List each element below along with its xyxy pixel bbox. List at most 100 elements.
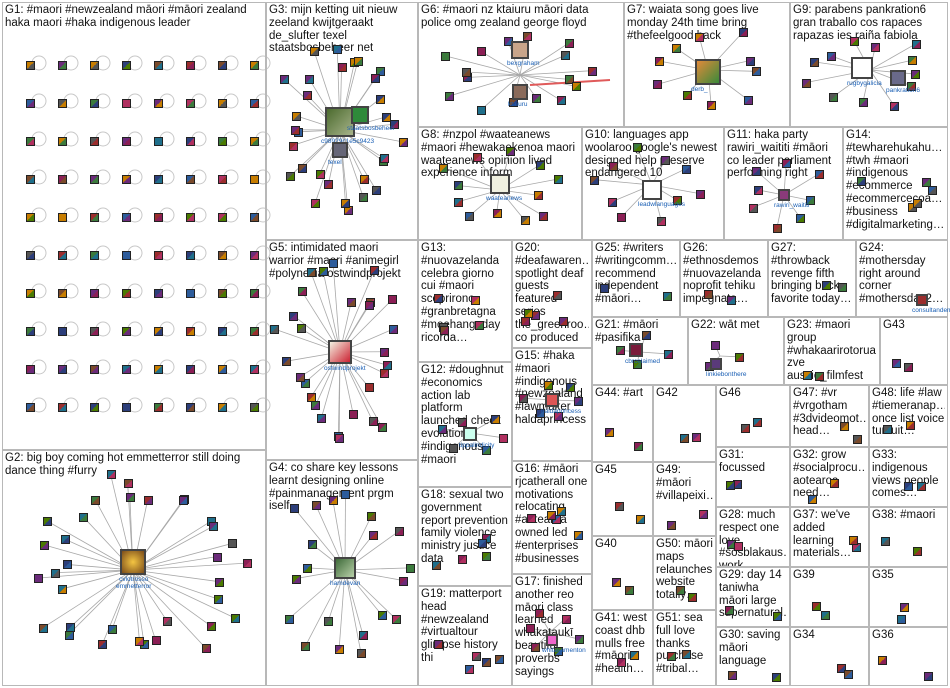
vertex-node[interactable] [883,424,893,434]
vertex-node[interactable] [616,658,626,668]
vertex-node[interactable] [106,470,116,480]
vertex-node[interactable] [547,511,557,521]
vertex-node[interactable] [315,169,325,179]
vertex-node[interactable] [431,560,441,570]
vertex-node[interactable] [391,615,401,625]
vertex-node[interactable] [218,61,227,70]
vertex-node[interactable] [309,46,319,56]
vertex-node[interactable] [297,164,307,174]
vertex-node[interactable] [218,327,227,336]
vertex-node[interactable] [79,513,89,523]
vertex-node[interactable] [357,649,367,659]
vertex-node[interactable] [291,574,301,584]
vertex-node[interactable] [218,251,227,260]
vertex-node[interactable] [505,146,515,156]
vertex-node[interactable] [820,611,830,621]
vertex-node[interactable] [250,289,259,298]
vertex-node[interactable] [475,321,485,331]
vertex-node[interactable] [58,289,67,298]
vertex-node[interactable] [859,97,869,107]
vertex-node[interactable] [382,112,392,122]
vertex-node[interactable] [539,211,549,221]
hub-vertex-node[interactable] [325,107,355,137]
vertex-node[interactable] [281,357,291,367]
vertex-node[interactable] [890,101,900,111]
vertex-node[interactable] [908,56,918,66]
vertex-node[interactable] [162,616,172,626]
vertex-node[interactable] [186,61,195,70]
vertex-node[interactable] [26,213,35,222]
vertex-node[interactable] [125,492,135,502]
vertex-node[interactable] [307,392,317,402]
vertex-node[interactable] [250,327,259,336]
vertex-node[interactable] [849,536,859,546]
vertex-node[interactable] [553,411,563,421]
vertex-node[interactable] [924,672,934,682]
vertex-node[interactable] [457,555,467,565]
vertex-node[interactable] [733,541,743,551]
vertex-node[interactable] [922,178,932,188]
vertex-node[interactable] [90,289,99,298]
vertex-node[interactable] [476,105,486,115]
vertex-node[interactable] [26,175,35,184]
vertex-node[interactable] [906,420,916,430]
hub-vertex-node[interactable] [916,294,928,306]
vertex-node[interactable] [186,137,195,146]
vertex-node[interactable] [379,347,389,357]
vertex-node[interactable] [478,538,488,548]
vertex-node[interactable] [911,39,921,49]
vertex-node[interactable] [826,51,836,61]
vertex-node[interactable] [359,631,369,641]
vertex-node[interactable] [518,394,528,404]
vertex-node[interactable] [464,664,474,674]
vertex-node[interactable] [536,409,546,419]
vertex-node[interactable] [590,175,600,185]
vertex-node[interactable] [122,213,131,222]
vertex-node[interactable] [26,99,35,108]
vertex-node[interactable] [490,414,500,424]
vertex-node[interactable] [688,592,698,602]
vertex-node[interactable] [58,403,67,412]
hub-vertex-node[interactable] [351,106,369,124]
vertex-node[interactable] [26,251,35,260]
vertex-node[interactable] [269,324,279,334]
vertex-node[interactable] [434,639,444,649]
vertex-node[interactable] [324,617,334,627]
vertex-node[interactable] [753,185,763,195]
vertex-node[interactable] [38,623,48,633]
vertex-node[interactable] [557,507,567,517]
vertex-node[interactable] [26,137,35,146]
vertex-node[interactable] [154,99,163,108]
vertex-node[interactable] [806,196,816,206]
vertex-node[interactable] [90,213,99,222]
vertex-node[interactable] [388,295,398,305]
vertex-node[interactable] [617,213,627,222]
vertex-node[interactable] [26,365,35,374]
vertex-node[interactable] [186,403,195,412]
vertex-node[interactable] [554,175,564,184]
vertex-node[interactable] [808,495,818,504]
vertex-node[interactable] [829,92,839,102]
vertex-node[interactable] [250,137,259,146]
vertex-node[interactable] [587,66,597,76]
vertex-node[interactable] [725,480,735,490]
vertex-node[interactable] [218,213,227,222]
vertex-node[interactable] [90,175,99,184]
vertex-node[interactable] [772,224,782,234]
vertex-node[interactable] [58,99,67,108]
vertex-node[interactable] [927,186,937,196]
hub-vertex-node[interactable] [890,70,906,86]
vertex-node[interactable] [218,289,227,298]
vertex-node[interactable] [371,74,381,84]
vertex-node[interactable] [43,516,53,526]
vertex-node[interactable] [288,141,298,151]
vertex-node[interactable] [523,32,533,42]
vertex-node[interactable] [378,611,388,621]
vertex-node[interactable] [900,603,910,613]
vertex-node[interactable] [734,352,744,362]
vertex-node[interactable] [306,267,316,277]
vertex-node[interactable] [476,47,486,57]
vertex-node[interactable] [773,611,783,621]
vertex-node[interactable] [58,213,67,222]
vertex-node[interactable] [896,615,906,624]
